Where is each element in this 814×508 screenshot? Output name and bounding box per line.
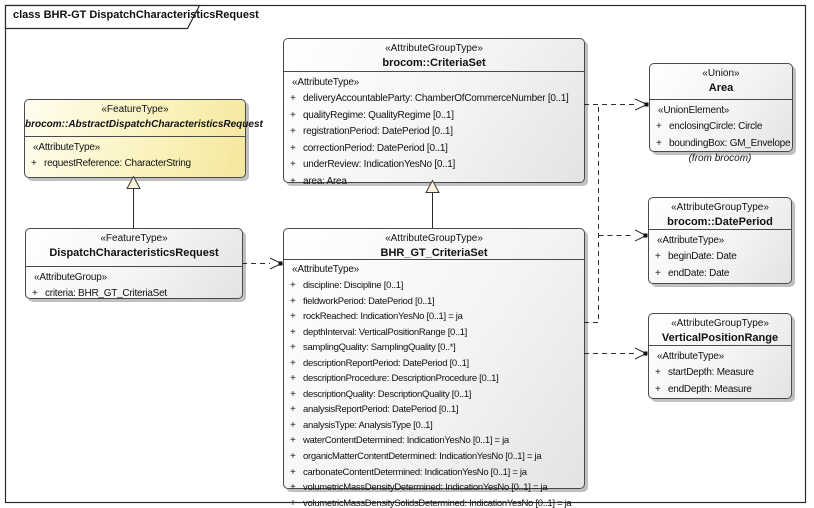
from-package-note: (from brocom) [688,153,752,164]
section-label: «AttributeType» [292,264,360,275]
attribute-row: +discipline: Discipline [0..1] [290,280,404,291]
dependency-line-dateperiod-branch [584,104,599,323]
attribute-row: +startDepth: Measure [655,367,754,378]
class-name: brocom::CriteriaSet [382,57,486,69]
attribute-row: +descriptionProcedure: DescriptionProced… [290,373,499,385]
attribute-row: +requestReference: CharacterString [31,158,191,169]
attribute-row: +carbonateContentDetermined: IndicationY… [290,466,527,478]
box-header: «FeatureType» DispatchCharacteristicsReq… [26,229,242,267]
arrow-anchor-dot [278,261,283,266]
arrow-anchor-dot [643,351,648,356]
section-label: «AttributeType» [657,351,725,362]
section-label: «AttributeType» [33,142,101,153]
stereotype-label: «Union» [702,68,740,79]
class-box-brocom-criteriaset[interactable]: «AttributeGroupType» brocom::CriteriaSet… [283,38,585,187]
attribute-compartment: «AttributeGroup» +criteria: BHR_GT_Crite… [26,267,242,302]
attribute-row: +boundingBox: GM_Envelope [656,137,791,149]
class-box-bhr-gt-criteriaset[interactable]: «AttributeGroupType» BHR_GT_CriteriaSet … [283,228,585,508]
attribute-compartment: «AttributeType» +discipline: Discipline … [284,260,584,508]
box-header: «AttributeGroupType» BHR_GT_CriteriaSet [284,229,584,260]
attribute-row: +volumetricMassDensityDetermined: Indica… [290,482,548,494]
attribute-list: +criteria: BHR_GT_CriteriaSet [32,285,240,302]
open-arrow-icon [634,229,648,242]
class-name: brocom::DatePeriod [667,216,773,228]
attribute-row: +beginDate: Date [655,251,737,262]
attribute-row: +descriptionQuality: DescriptionQuality … [290,388,472,400]
attribute-row: +endDate: Date [655,267,730,279]
class-name: brocom::AbstractDispatchCharacteristicsR… [25,119,263,130]
attribute-list: +requestReference: CharacterString [31,155,243,172]
attribute-list: +deliveryAccountableParty: ChamberOfComm… [290,90,582,190]
attribute-row: +samplingQuality: SamplingQuality [0..*] [290,342,456,354]
attribute-compartment: «AttributeType» +startDepth: Measure +end… [649,346,791,397]
attribute-row: +endDepth: Measure [655,383,752,395]
class-name: BHR_GT_CriteriaSet [380,247,488,259]
attribute-list: +discipline: Discipline [0..1] +fieldwork… [290,277,582,508]
class-box-verticalpositionrange[interactable]: «AttributeGroupType» VerticalPositionRan… [648,313,792,399]
attribute-list: +beginDate: Date +endDate: Date [655,248,789,281]
stereotype-label: «FeatureType» [100,233,168,244]
diagram-title: class BHR-GT DispatchCharacteristicsRequ… [13,9,259,21]
box-header: «AttributeGroupType» brocom::DatePeriod [649,198,791,230]
stereotype-label: «AttributeGroupType» [671,202,769,213]
attribute-row: +rockReached: IndicationYesNo [0..1] = j… [290,311,463,323]
attribute-row: +qualityRegime: QualityRegime [0..1] [290,109,454,121]
arrow-anchor-dot [644,102,649,107]
class-box-area[interactable]: «Union» Area «UnionElement» +enclosingCi… [649,63,793,152]
box-header: «AttributeGroupType» brocom::CriteriaSet [284,39,584,72]
section-label: «UnionElement» [658,105,730,116]
attribute-row: +depthInterval: VerticalPositionRange [0… [290,326,468,338]
open-arrow-icon [269,257,283,270]
class-box-abstract-dispatch-characteristics-request[interactable]: «FeatureType» brocom::AbstractDispatchCh… [24,99,263,178]
attribute-compartment: «AttributeType» +beginDate: Date +endDate… [649,230,791,281]
attribute-row: +fieldworkPeriod: DatePeriod [0..1] [290,295,435,307]
class-box-dispatch-characteristics-request[interactable]: «FeatureType» DispatchCharacteristicsReq… [25,228,243,299]
attribute-row: +area: Area [290,175,347,187]
attribute-compartment: «UnionElement» +enclosingCircle: Circle+… [650,100,792,151]
box-header: «Union» Area [650,64,792,100]
attribute-row: +waterContentDetermined: IndicationYesNo… [290,435,509,447]
attribute-row: +correctionPeriod: DatePeriod [0..1] [290,142,448,154]
attribute-row: +criteria: BHR_GT_CriteriaSet [32,288,167,299]
class-name: Area [708,82,734,94]
class-name: VerticalPositionRange [661,332,779,344]
stereotype-label: «AttributeGroupType» [671,318,769,329]
attribute-list: +enclosingCircle: Circle +boundingBox: GM… [656,118,791,151]
section-label: «AttributeType» [657,235,725,246]
attribute-row: +descriptionReportPeriod: DatePeriod [0.… [290,357,469,369]
attribute-compartment: «AttributeType» +deliveryAccountablePart… [284,72,584,190]
attribute-compartment: «AttributeType» +requestReference: Chara… [25,137,245,172]
attribute-list: +startDepth: Measure +endDepth: Measure [655,364,789,397]
attribute-row: +volumetricMassDensitySolidsDetermined: … [290,497,572,508]
open-arrow-icon [634,98,649,111]
attribute-row: +registrationPeriod: DatePeriod [0..1] [290,126,453,138]
box-header: «AttributeGroupType» VerticalPositionRan… [649,314,791,346]
generalization-arrow-icon [126,175,141,189]
attribute-row: +organicMatterContentDetermined: Indicat… [290,451,542,463]
attribute-row: +deliveryAccountableParty: ChamberOfComm… [290,93,569,104]
box-header: «FeatureType» brocom::AbstractDispatchCh… [25,100,263,137]
stereotype-label: «AttributeGroupType» [385,43,483,54]
attribute-row: +analysisType: AnalysisType [0..1] [290,419,433,431]
section-label: «AttributeType» [292,77,360,88]
attribute-row: +analysisReportPeriod: DatePeriod [0..1] [290,404,459,416]
attribute-row: +enclosingCircle: Circle [656,121,763,132]
stereotype-label: «AttributeGroupType» [385,233,483,244]
attribute-row: +underReview: IndicationYesNo [0..1] [290,159,456,171]
class-name: DispatchCharacteristicsRequest [49,247,219,259]
class-box-brocom-dateperiod[interactable]: «AttributeGroupType» brocom::DatePeriod … [648,197,792,284]
stereotype-label: «FeatureType» [101,104,169,115]
arrow-anchor-dot [643,233,648,238]
open-arrow-icon [634,347,648,360]
section-label: «AttributeGroup» [34,272,107,283]
